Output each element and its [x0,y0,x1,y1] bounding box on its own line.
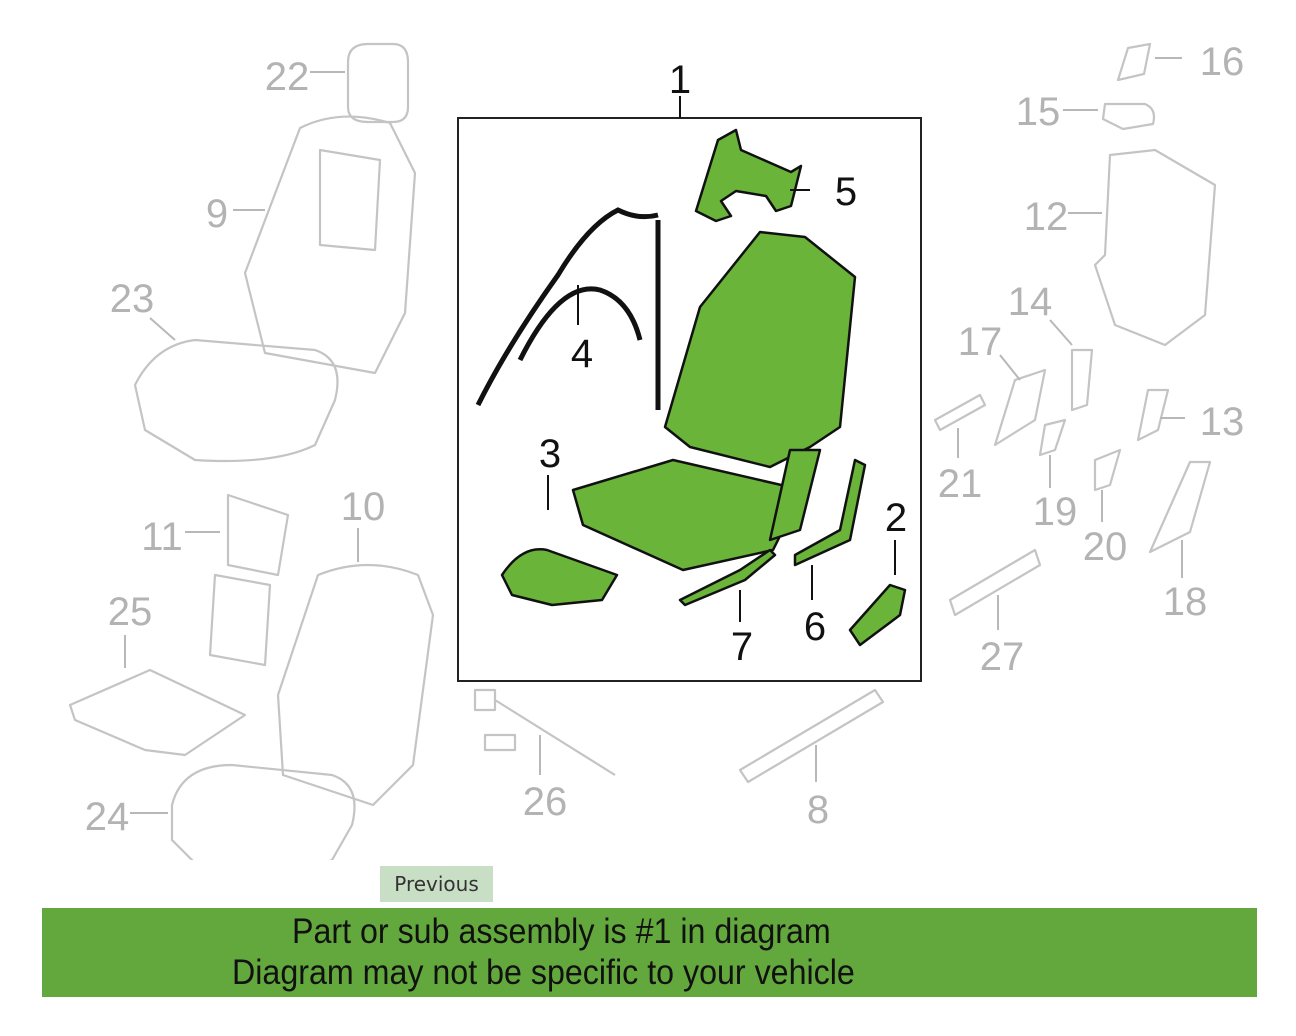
callout-10[interactable]: 10 [341,485,386,529]
callout-21[interactable]: 21 [938,462,983,506]
part-5-bracket[interactable] [694,128,803,223]
callout-23[interactable]: 23 [110,277,155,321]
part-15[interactable] [1101,102,1156,131]
part-22-headrest[interactable] [346,42,410,124]
part-21[interactable] [933,393,987,432]
callout-24[interactable]: 24 [85,795,130,839]
part-12-back-panel[interactable] [1093,148,1217,347]
banner-line-2: Diagram may not be specific to your vehi… [232,953,855,992]
part-18[interactable] [1148,460,1212,554]
part-8-rail[interactable] [738,688,885,784]
part-25-pad[interactable] [68,668,247,757]
callout-arrows [124,57,1185,814]
part-13[interactable] [1136,388,1170,442]
callout-22[interactable]: 22 [265,55,310,99]
part-1-side[interactable] [768,448,822,542]
part-3-pad[interactable] [500,548,619,607]
callout-6[interactable]: 6 [804,605,826,649]
callout-2[interactable]: 2 [885,496,907,540]
callout-19[interactable]: 19 [1033,490,1078,534]
part-14[interactable] [1070,348,1094,412]
callout-27[interactable]: 27 [980,635,1025,679]
callout-17[interactable]: 17 [958,320,1003,364]
part-10-seatback[interactable] [276,563,435,807]
part-20[interactable] [1093,448,1122,492]
callout-1[interactable]: 1 [669,58,691,102]
part-1-frame-seat[interactable] [571,458,805,572]
callout-15[interactable]: 15 [1016,90,1061,134]
part-19[interactable] [1038,418,1067,457]
callout-25[interactable]: 25 [108,590,153,634]
parts-diagram: 1 2 3 4 5 6 7 8 9 10 11 12 13 14 15 16 1… [68,40,1245,860]
part-6-trim[interactable] [793,458,867,567]
callout-5[interactable]: 5 [835,170,857,214]
previous-tooltip[interactable]: Previous [380,866,493,902]
part-27[interactable] [948,548,1042,617]
callout-9[interactable]: 9 [206,192,228,236]
callout-labels: 1 2 3 4 5 6 7 8 9 10 11 12 13 14 15 16 1… [85,40,1245,839]
callout-13[interactable]: 13 [1200,400,1245,444]
gray-parts [68,42,1217,860]
callout-16[interactable]: 16 [1200,40,1245,84]
callout-26[interactable]: 26 [523,780,568,824]
callout-7[interactable]: 7 [731,625,753,669]
callout-18[interactable]: 18 [1163,580,1208,624]
part-23-cushion[interactable] [133,338,339,463]
part-2-motor[interactable] [848,583,907,647]
callout-20[interactable]: 20 [1083,525,1128,569]
diagram-note-banner: Part or sub assembly is #1 in diagram Di… [42,908,1257,997]
callout-4[interactable]: 4 [571,332,593,376]
callout-3[interactable]: 3 [539,432,561,476]
callout-8[interactable]: 8 [807,788,829,832]
callout-11[interactable]: 11 [141,515,183,559]
part-17[interactable] [993,368,1047,447]
part-7-rod[interactable] [678,548,777,607]
part-11-panel[interactable] [208,493,290,667]
highlighted-parts [475,128,907,647]
part-4-cable[interactable] [475,207,661,410]
callout-14[interactable]: 14 [1008,280,1053,324]
part-26-harness[interactable] [473,688,616,776]
part-24-cushion[interactable] [170,763,356,860]
part-16[interactable] [1116,42,1152,82]
banner-line-1: Part or sub assembly is #1 in diagram [292,912,831,951]
callout-12[interactable]: 12 [1024,195,1069,239]
part-9-seatback[interactable] [243,115,417,375]
